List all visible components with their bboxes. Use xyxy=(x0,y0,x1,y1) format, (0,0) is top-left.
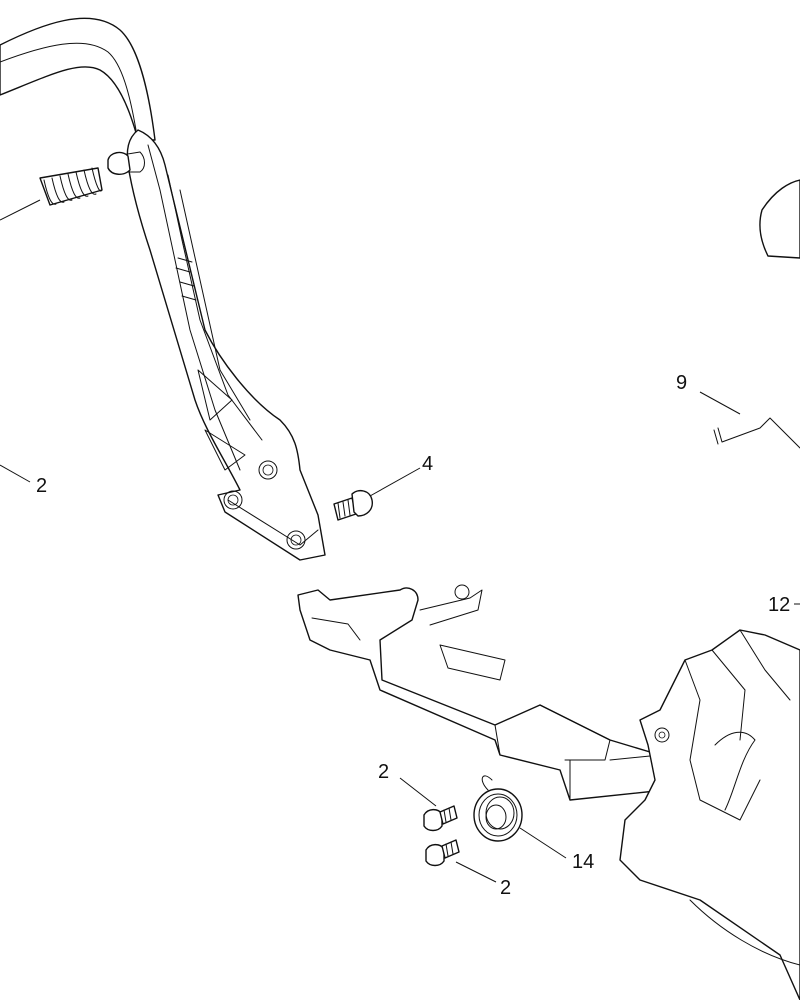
housing xyxy=(619,629,800,1000)
housing-top-fragment xyxy=(759,179,800,259)
screw-part-4 xyxy=(333,489,373,521)
compression-spring xyxy=(39,167,103,206)
callout-9: 9 xyxy=(676,372,687,394)
leader-lines xyxy=(0,199,800,883)
callout-12: 12 xyxy=(768,594,790,616)
cap-screw-upper xyxy=(423,805,458,832)
throttle-lever xyxy=(297,584,666,801)
handle-frame xyxy=(118,129,326,561)
callouts: 2 4 9 12 2 14 2 xyxy=(36,372,790,899)
callout-4: 4 xyxy=(422,453,433,475)
throttle-pin xyxy=(107,151,131,175)
callout-2-left: 2 xyxy=(36,475,47,497)
callout-14: 14 xyxy=(572,851,594,873)
callout-2-lower: 2 xyxy=(500,877,511,899)
rear-handle-bar xyxy=(0,17,156,141)
wire-rod xyxy=(713,417,800,449)
torsion-spring xyxy=(473,775,523,842)
callout-2-upper: 2 xyxy=(378,761,389,783)
cap-screw-lower xyxy=(425,839,460,867)
